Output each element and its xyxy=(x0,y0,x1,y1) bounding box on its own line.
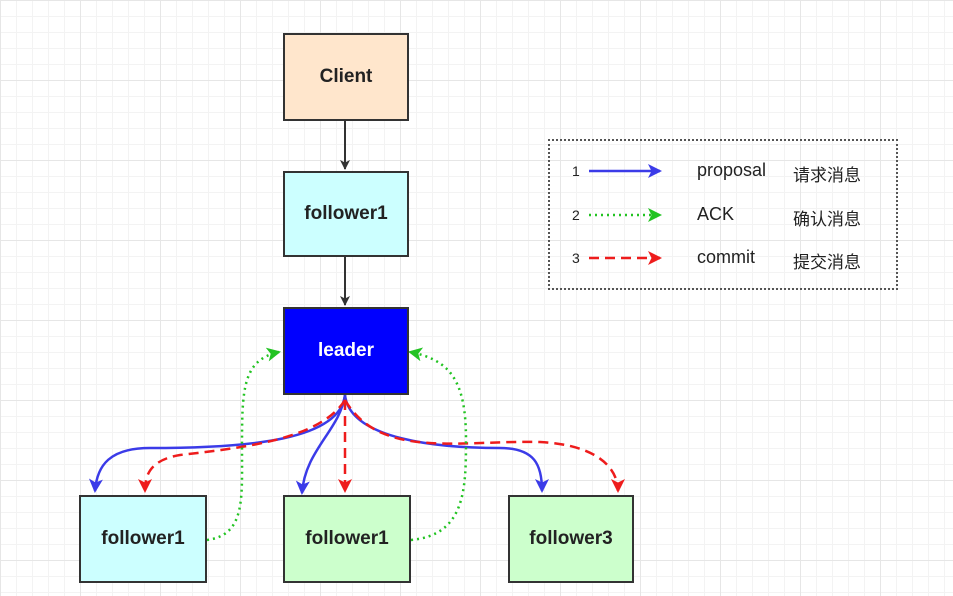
legend-desc-ack: 确认消息 xyxy=(793,210,861,230)
legend-label-ack: ACK xyxy=(697,204,735,224)
commit-arrow-left xyxy=(138,399,347,493)
proposal-arrow-left xyxy=(88,394,347,493)
legend-label-proposal: proposal xyxy=(697,160,767,180)
legend-desc-proposal: 请求消息 xyxy=(793,166,861,186)
legend-num-2: 2 xyxy=(572,207,580,223)
legend-label-commit: commit xyxy=(697,247,755,267)
follower1-middle-node: follower1 xyxy=(283,495,411,583)
legend-num-1: 1 xyxy=(572,163,580,179)
legend: 1 proposal 请求消息 2 ACK 确认消息 3 commit 提交消息 xyxy=(548,139,898,290)
follower3-node: follower3 xyxy=(508,495,634,583)
follower1-top-node: follower1 xyxy=(283,171,409,257)
legend-desc-commit: 提交消息 xyxy=(793,253,861,273)
commit-arrow-right xyxy=(343,399,625,493)
client-node: Client xyxy=(283,33,409,121)
follower1-left-node: follower1 xyxy=(79,495,207,583)
leader-node: leader xyxy=(283,307,409,395)
legend-num-3: 3 xyxy=(572,250,580,266)
proposal-arrow-right xyxy=(343,394,549,493)
